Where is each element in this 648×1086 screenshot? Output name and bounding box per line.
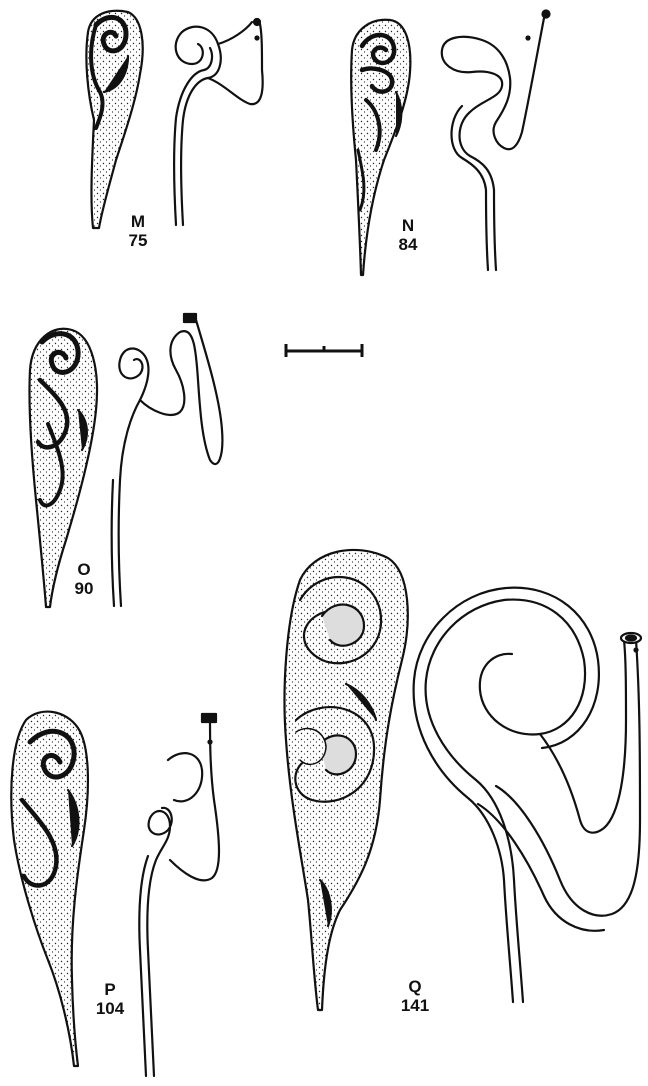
scale-bar: [286, 344, 362, 357]
panel-label-q: Q 141: [385, 977, 445, 1015]
panel-number: 141: [385, 996, 445, 1015]
panel-p-sectioned-kidney: [11, 712, 88, 1066]
panel-number: 90: [54, 579, 114, 598]
panel-letter: P: [80, 980, 140, 999]
panel-number: 104: [80, 999, 140, 1018]
panel-label-m: M 75: [108, 212, 168, 250]
panel-m-sectioned-kidney: [86, 11, 142, 228]
panel-letter: M: [108, 212, 168, 231]
panel-number: 75: [108, 231, 168, 250]
panel-letter: O: [54, 560, 114, 579]
panel-q-sectioned-kidney: [285, 550, 408, 1010]
panel-label-n: N 84: [378, 216, 438, 254]
panel-n-tubule-outline: [442, 11, 550, 271]
panel-q-tubule-outline: [414, 588, 641, 1002]
panel-m-tubule-outline: [174, 19, 263, 225]
panel-p-tubule-outline: [139, 714, 219, 1076]
panel-o-tubule-outline: [112, 314, 223, 606]
panel-label-o: O 90: [54, 560, 114, 598]
panel-letter: Q: [385, 977, 445, 996]
panel-label-p: P 104: [80, 980, 140, 1018]
panel-number: 84: [378, 235, 438, 254]
panel-letter: N: [378, 216, 438, 235]
